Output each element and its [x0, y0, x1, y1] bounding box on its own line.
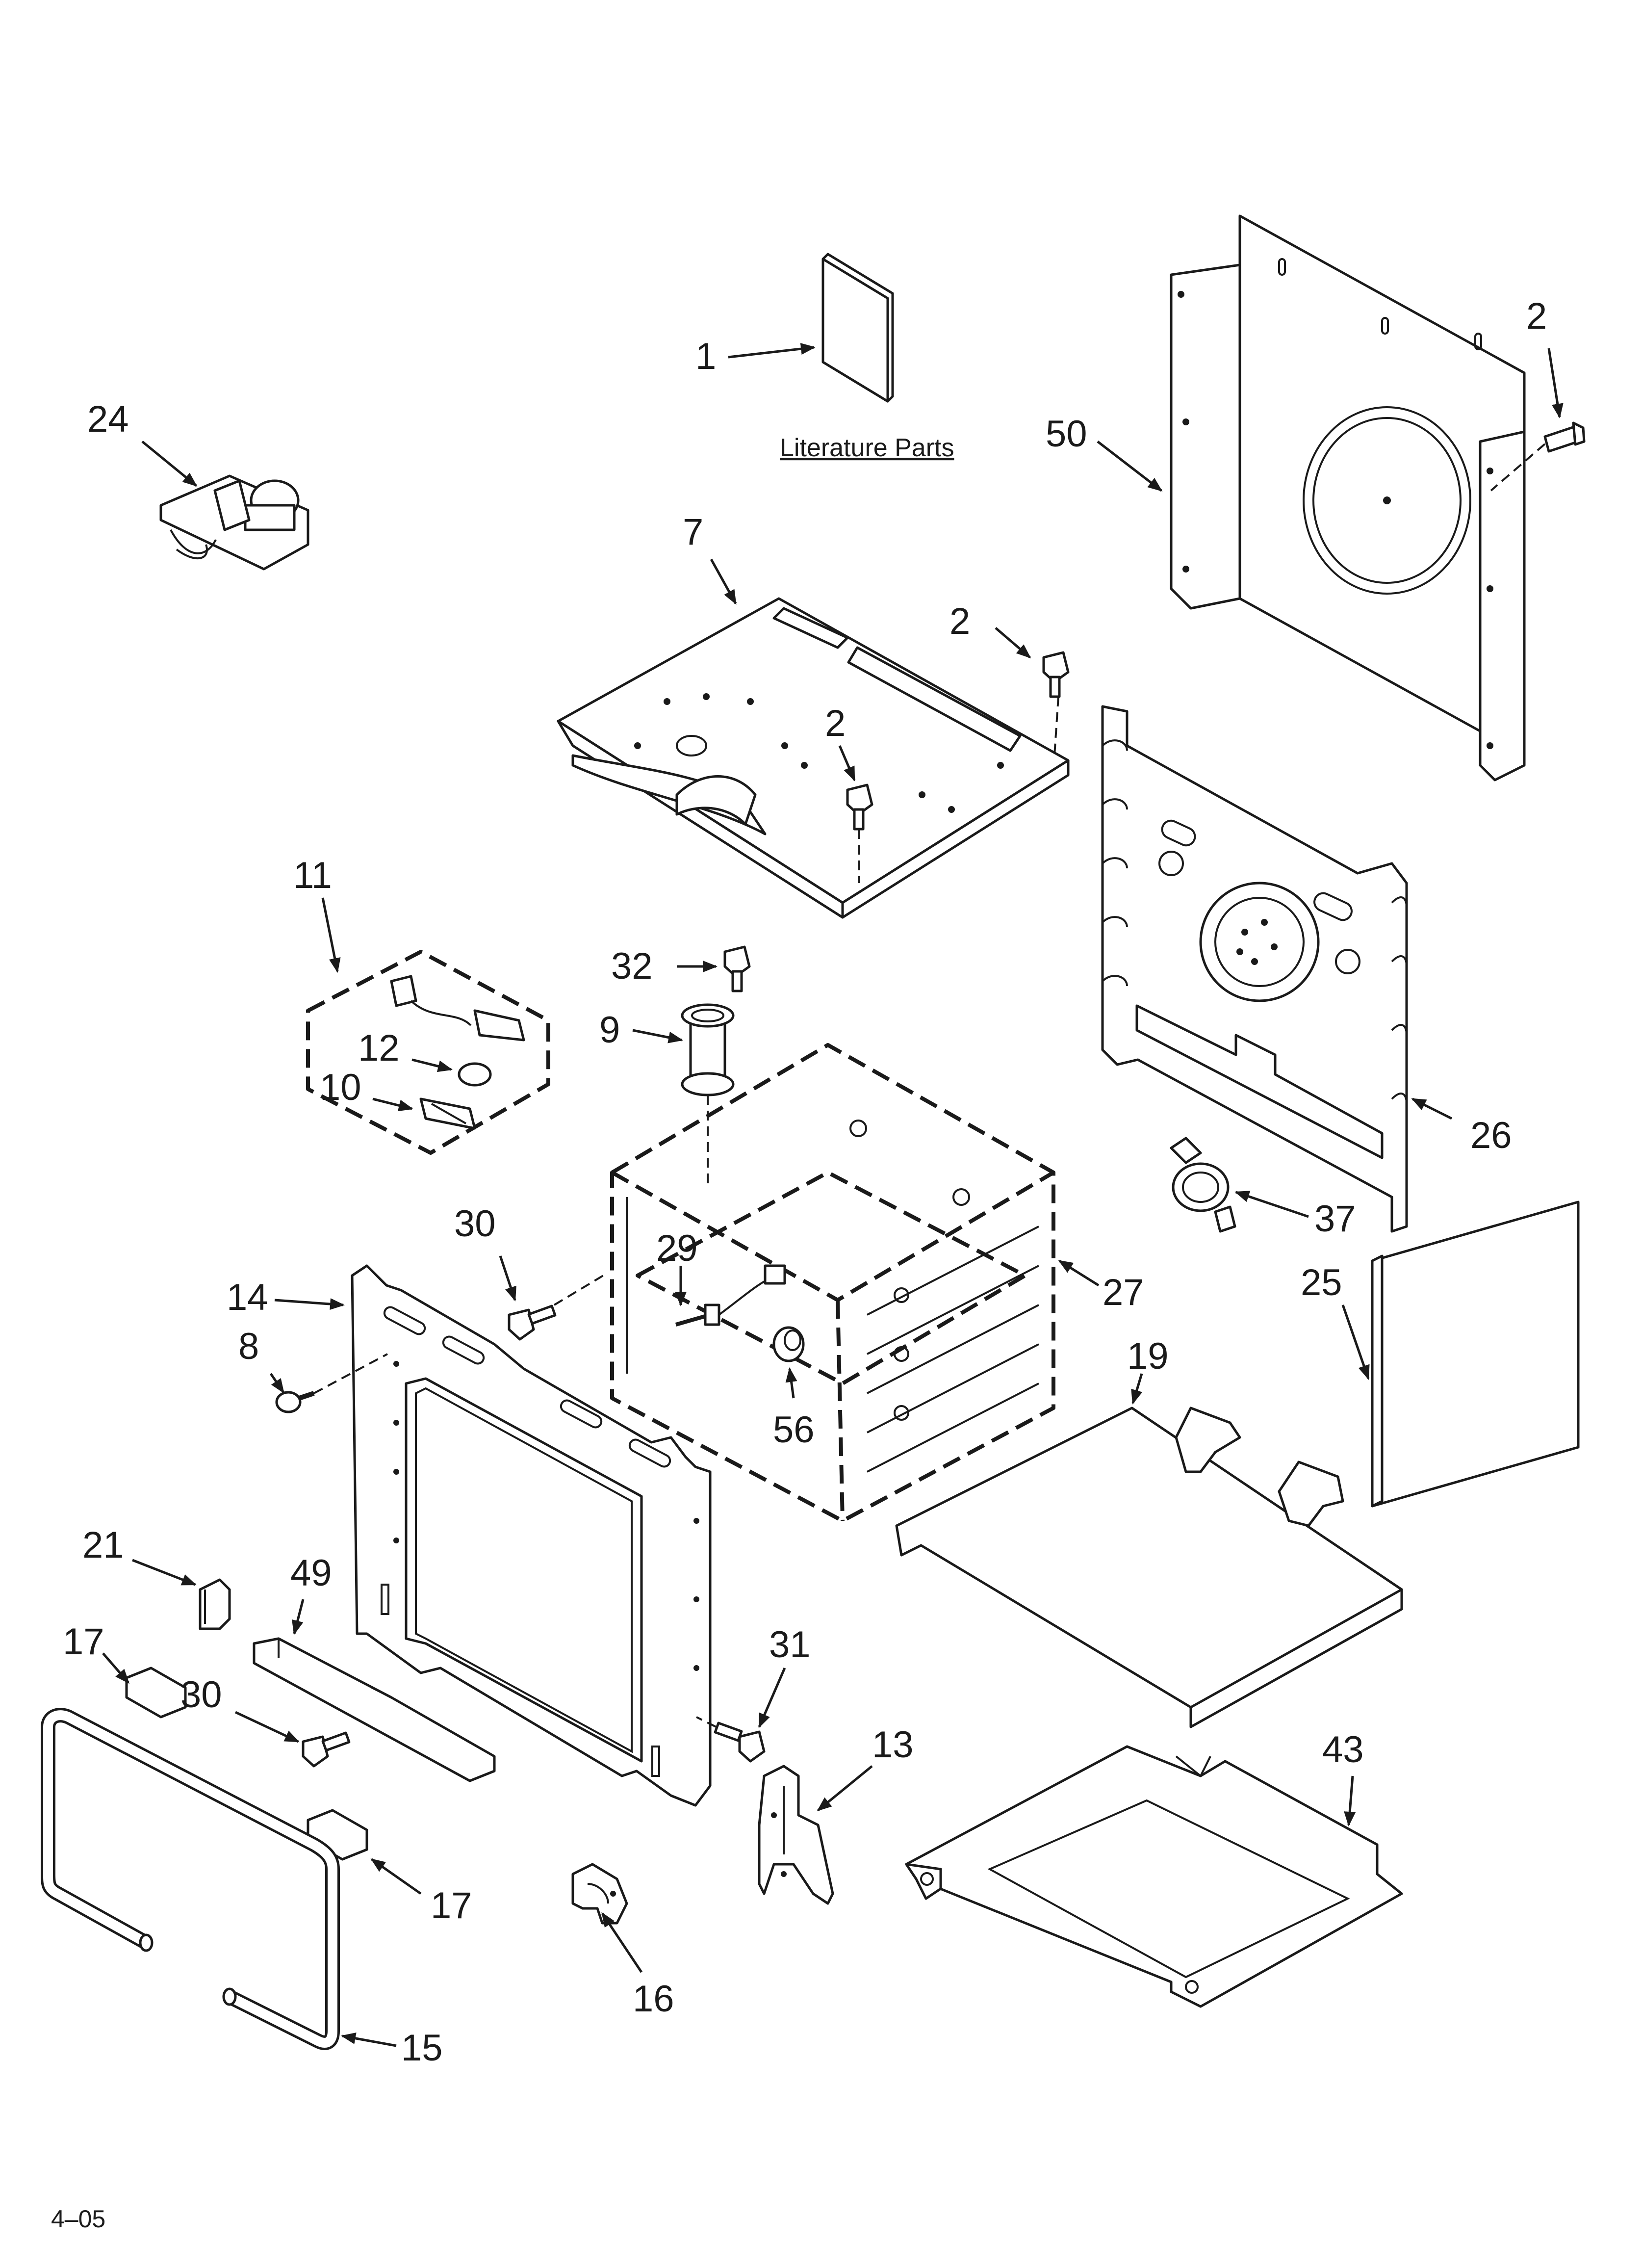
part-26-inner-rear-panel	[1101, 705, 1408, 1233]
footer-code: 4–05	[51, 2205, 105, 2233]
leader-2a	[1547, 348, 1564, 418]
part-2-screw-rear-panel	[1543, 421, 1586, 453]
screw-guide-dash	[1490, 443, 1546, 492]
screw-guide-dash	[696, 1716, 717, 1728]
leader-50	[1097, 441, 1163, 492]
leader-12	[411, 1058, 453, 1072]
part-24-control-assembly	[159, 474, 309, 571]
part-29-temperature-sensor	[675, 1264, 786, 1327]
part-2-screw-top-panel-center	[846, 783, 873, 831]
callout-1: 1	[695, 336, 716, 377]
leader-24	[141, 441, 198, 487]
leader-30a	[499, 1255, 516, 1302]
leader-21	[132, 1559, 197, 1586]
callout-12: 12	[358, 1027, 400, 1069]
leader-26	[1411, 1097, 1453, 1120]
part-8-screw	[275, 1391, 315, 1413]
callout-2b: 2	[949, 600, 970, 642]
leader-2c	[838, 745, 856, 782]
callout-17a: 17	[63, 1621, 104, 1663]
callout-37: 37	[1314, 1198, 1356, 1240]
callout-15: 15	[401, 2027, 443, 2069]
part-50-rear-panel	[1170, 214, 1526, 782]
callout-21: 21	[82, 1524, 124, 1566]
leader-17a	[102, 1652, 129, 1684]
part-30-screw-upper	[508, 1304, 557, 1341]
callout-30a: 30	[454, 1203, 496, 1245]
part-19-bottom-cover	[895, 1407, 1403, 1728]
callout-50: 50	[1046, 413, 1087, 455]
part-17-clip-upper	[125, 1667, 187, 1719]
leader-27	[1058, 1259, 1100, 1287]
leader-16	[601, 1912, 643, 1973]
screw-guide-dash	[1053, 696, 1059, 756]
part-49-channel	[253, 1637, 496, 1782]
callout-16: 16	[633, 1978, 674, 2020]
part-14-front-frame	[351, 1264, 712, 1807]
callout-19: 19	[1127, 1335, 1169, 1377]
part-15-door-gasket	[41, 1708, 340, 2050]
part-31-screw	[714, 1721, 766, 1763]
literature-parts-caption: Literature Parts	[780, 434, 954, 462]
callout-29: 29	[656, 1227, 698, 1269]
part-37-thermal-switch	[1170, 1137, 1236, 1233]
part-43-bottom-tray	[905, 1745, 1403, 2008]
callout-43: 43	[1322, 1729, 1364, 1771]
part-9-vent-tube	[681, 1003, 735, 1096]
callout-2a: 2	[1526, 295, 1547, 337]
callout-27: 27	[1103, 1272, 1144, 1313]
callout-13: 13	[872, 1724, 914, 1766]
leader-11	[321, 897, 341, 973]
callout-11: 11	[293, 855, 332, 896]
part-56-light-lens	[772, 1326, 805, 1362]
callout-8: 8	[238, 1326, 259, 1367]
leader-10	[372, 1097, 413, 1112]
callout-24: 24	[87, 398, 129, 440]
callout-7: 7	[683, 511, 703, 553]
leader-14	[274, 1298, 345, 1310]
part-16-hinge-bracket	[571, 1863, 628, 1925]
leader-13	[817, 1765, 873, 1811]
leader-30b	[234, 1711, 300, 1743]
leader-37	[1234, 1191, 1309, 1218]
part-21-bracket	[199, 1578, 231, 1630]
part-2-screw-top-panel-right	[1042, 651, 1070, 698]
part-1-literature-book	[821, 253, 894, 403]
part-32-screw	[723, 945, 751, 992]
leader-31	[758, 1668, 786, 1728]
leader-49	[292, 1599, 305, 1635]
screw-guide-dash	[313, 1353, 388, 1394]
callout-49: 49	[290, 1552, 332, 1594]
part-13-mounting-bracket	[758, 1765, 834, 1905]
leader-8	[269, 1373, 285, 1394]
callout-31: 31	[769, 1624, 811, 1666]
callout-25: 25	[1301, 1262, 1342, 1303]
callout-14: 14	[227, 1277, 268, 1318]
callout-26: 26	[1470, 1115, 1512, 1156]
part-7-top-panel	[557, 597, 1070, 919]
part-25-side-panel	[1371, 1200, 1580, 1508]
callout-10: 10	[320, 1067, 361, 1108]
callout-30b: 30	[180, 1674, 222, 1716]
leader-15	[341, 2033, 397, 2047]
leader-9	[632, 1029, 683, 1043]
part-30-screw-lower	[302, 1731, 351, 1768]
leader-56	[785, 1367, 797, 1399]
callout-9: 9	[599, 1009, 620, 1051]
leader-19	[1131, 1373, 1143, 1405]
leader-2b	[995, 627, 1031, 658]
part-11-light-assembly-group	[306, 950, 550, 1155]
screw-guide-dash	[553, 1275, 604, 1306]
leader-25	[1341, 1304, 1370, 1380]
leader-7	[710, 558, 737, 605]
callout-2c: 2	[825, 703, 846, 744]
callout-17b: 17	[431, 1885, 472, 1927]
leader-1	[728, 343, 816, 359]
leader-17b	[370, 1858, 422, 1895]
callout-32: 32	[611, 945, 653, 987]
leader-43	[1344, 1775, 1356, 1826]
callout-56: 56	[773, 1409, 815, 1451]
